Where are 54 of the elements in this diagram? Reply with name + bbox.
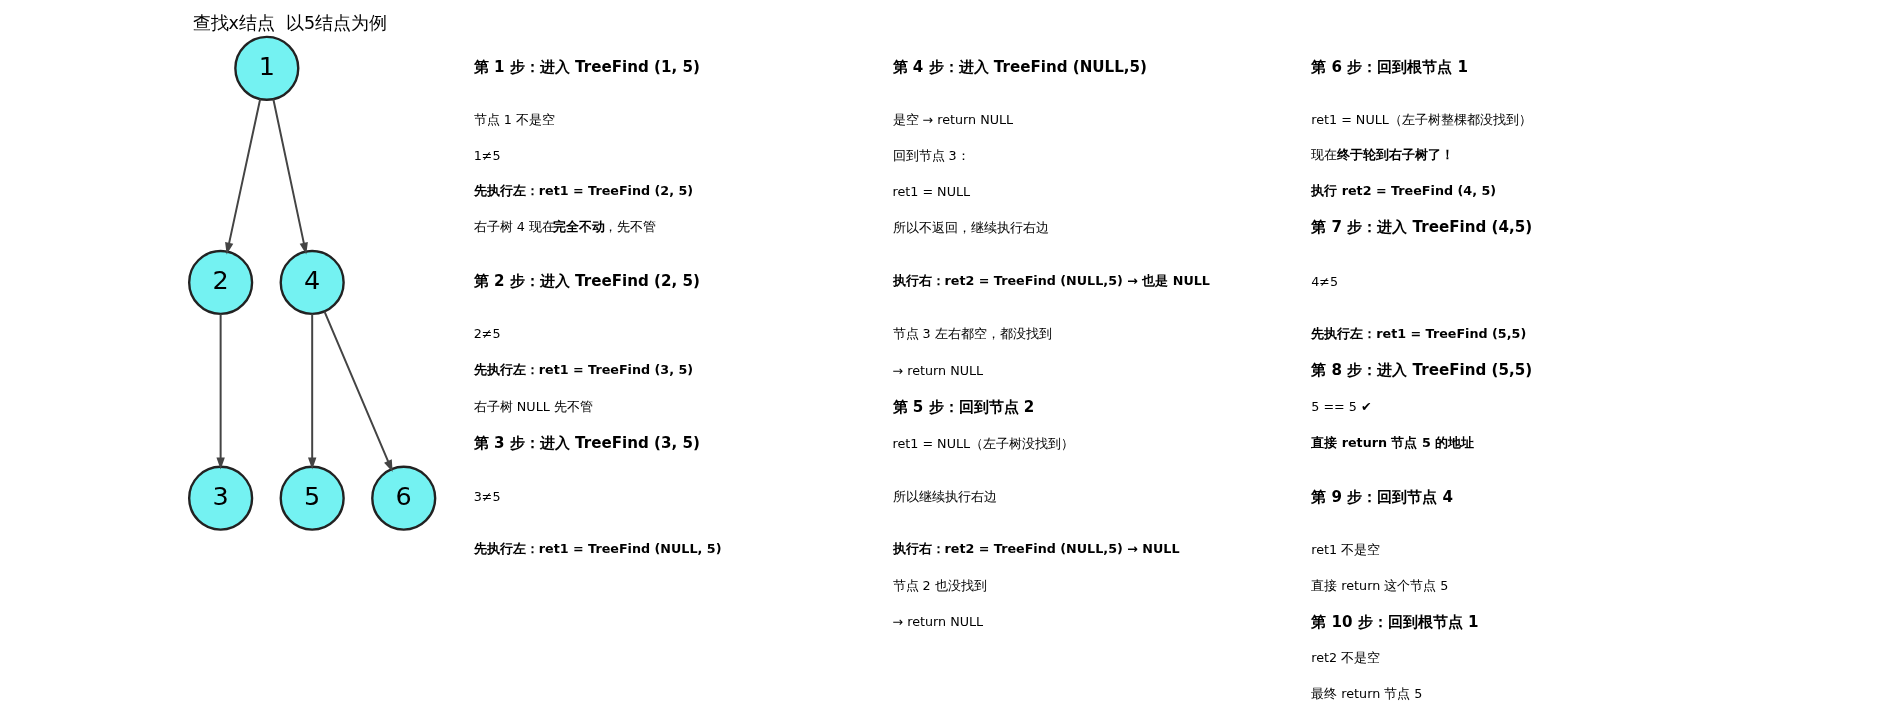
node-circle: 1: [234, 35, 300, 101]
label: 第 8 步：进入 TreeFind (5,5): [1311, 360, 1533, 379]
label: ret2 不是空: [1311, 650, 1381, 666]
label: 所以继续执行右边: [892, 489, 997, 505]
label: ret1 = NULL（左子树没找到）: [892, 435, 1075, 451]
label: 第 3 步：进入 TreeFind (3, 5): [473, 434, 700, 453]
label: 节点 1 不是空: [473, 112, 555, 128]
node-circle: 2: [188, 249, 254, 316]
label: 执行右：ret2 = TreeFind (NULL,5) → NULL: [892, 541, 1180, 557]
label: 回到节点 3：: [892, 148, 970, 164]
node-circle: 3: [188, 465, 254, 531]
label: 右子树 4 现在完全不动，先不管: [473, 219, 657, 235]
label: 5 == 5 ✔: [1311, 399, 1372, 415]
label: 先执行左：ret1 = TreeFind (2, 5): [473, 183, 694, 199]
label: 1≠5: [473, 148, 501, 164]
label: 节点 3 左右都空，都没找到: [892, 326, 1052, 342]
label: 右子树 NULL 先不管: [473, 399, 593, 415]
label: 2≠5: [473, 326, 501, 342]
label: 第 5 步：回到节点 2: [892, 397, 1035, 416]
label: 先执行左：ret1 = TreeFind (5,5): [1311, 325, 1527, 341]
arrow: [323, 310, 393, 473]
label: 执行 ret2 = TreeFind (4, 5): [1311, 183, 1497, 199]
label: 第 4 步：进入 TreeFind (NULL,5): [892, 57, 1147, 76]
label: 第 7 步：进入 TreeFind (4,5): [1311, 218, 1533, 237]
label: 第 6 步：回到根节点 1: [1311, 57, 1469, 76]
label: 第 2 步：进入 TreeFind (2, 5): [473, 271, 700, 290]
label: 最终 return 节点 5: [1311, 686, 1423, 702]
arrow: [272, 98, 308, 255]
label: 是空 → return NULL: [892, 112, 1014, 128]
label: ret1 不是空: [1311, 542, 1381, 558]
node-circle: 6: [371, 465, 437, 531]
label: ret1 = NULL: [892, 183, 971, 199]
arrow: [225, 98, 262, 255]
label: ret1 = NULL（左子树整棵都没找到）: [1311, 112, 1532, 128]
label: 第 9 步：回到节点 4: [1311, 487, 1454, 506]
node-circle: 4: [279, 249, 345, 316]
arrow: [216, 313, 225, 470]
label: 先执行左：ret1 = TreeFind (NULL, 5): [473, 541, 722, 557]
label: 先执行左：ret1 = TreeFind (3, 5): [473, 361, 694, 377]
diagram-title: 查找x结点 以5结点为例: [192, 12, 388, 33]
label: → return NULL: [892, 362, 984, 378]
label: 执行右：ret2 = TreeFind (NULL,5) → 也是 NULL: [892, 272, 1210, 288]
label: 所以不返回，继续执行右边: [892, 220, 1049, 236]
label: → return NULL: [892, 614, 984, 630]
label: 第 10 步：回到根节点 1: [1311, 612, 1479, 631]
label: 3≠5: [473, 489, 501, 505]
label: 直接 return 节点 5 的地址: [1311, 435, 1475, 451]
label: 4≠5: [1311, 273, 1339, 289]
label: 现在终于轮到右子树了！: [1311, 147, 1454, 163]
label: 第 1 步：进入 TreeFind (1, 5): [473, 57, 700, 76]
node-circle: 5: [279, 465, 345, 531]
arrow: [308, 313, 317, 470]
label: 节点 2 也没找到: [892, 578, 987, 594]
label: 直接 return 这个节点 5: [1311, 578, 1449, 594]
